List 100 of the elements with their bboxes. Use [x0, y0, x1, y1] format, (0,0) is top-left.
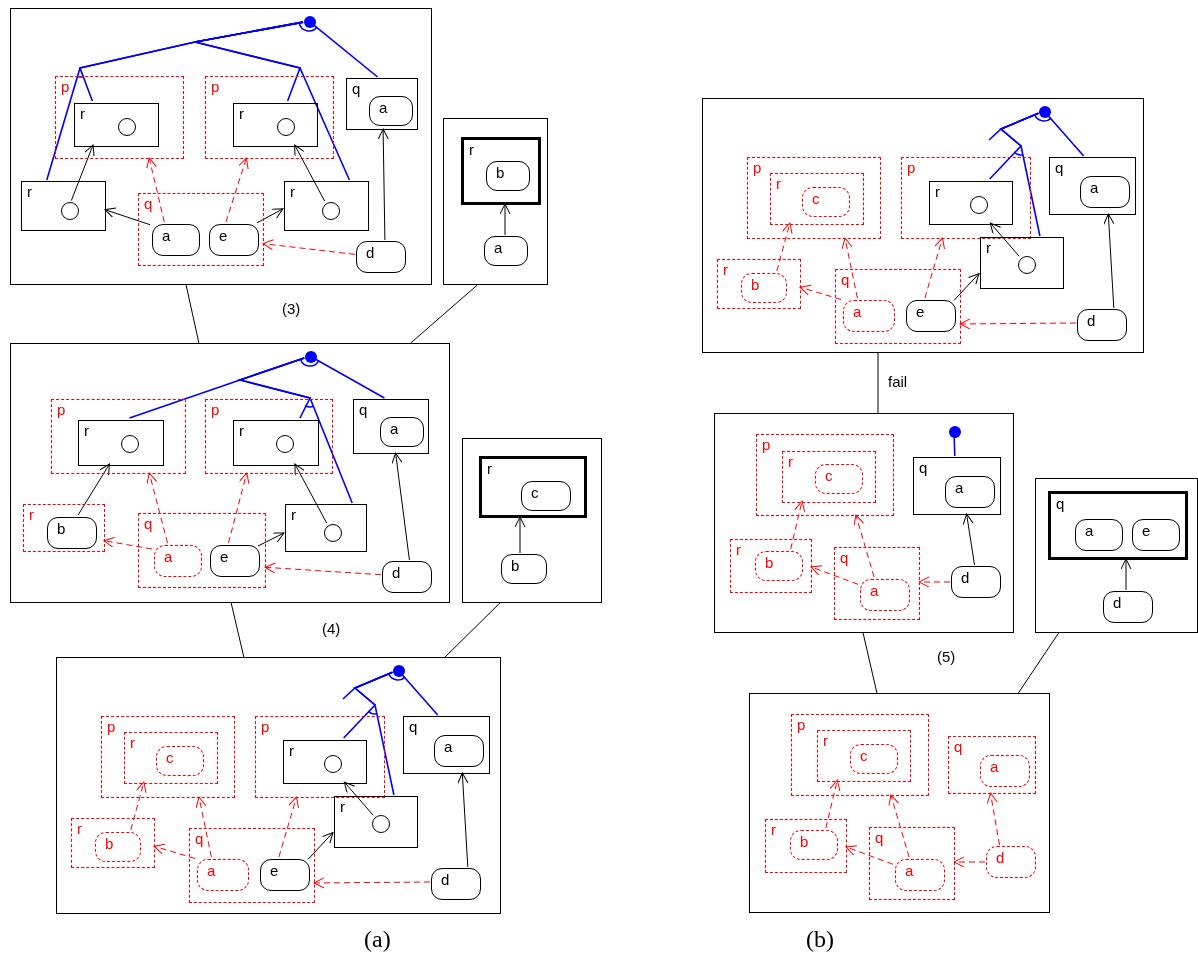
- arrow: [799, 284, 842, 300]
- node-box: [1049, 157, 1136, 215]
- region-label: r: [77, 820, 82, 837]
- place-box: [461, 137, 541, 205]
- region-label: r: [986, 239, 991, 256]
- arrow: [989, 222, 1020, 257]
- region-label: r: [289, 742, 294, 759]
- region-box: [770, 173, 864, 225]
- region-label: r: [776, 175, 781, 192]
- node-pill: a: [152, 224, 200, 256]
- step-label: (4): [322, 620, 341, 637]
- arrow: [262, 239, 356, 255]
- link-line: [194, 21, 351, 181]
- arrow: [953, 273, 980, 301]
- arrow: [257, 532, 285, 547]
- region-box: [51, 399, 186, 474]
- node-box: [929, 181, 1013, 225]
- step-label: (3): [282, 300, 301, 317]
- connector-line: [444, 602, 501, 658]
- arrow: [790, 500, 806, 550]
- arrow: [1103, 213, 1115, 309]
- region-box: [717, 259, 801, 309]
- region-label: p: [211, 78, 220, 95]
- node-pill: c: [156, 746, 204, 776]
- node-pill: a: [980, 755, 1030, 787]
- region-box: [901, 157, 1031, 239]
- arrow: [986, 792, 1000, 846]
- place-box: [479, 456, 587, 518]
- node-pill: a: [1075, 519, 1123, 551]
- arrow: [918, 576, 951, 588]
- region-label: p: [57, 401, 66, 418]
- region-label: r: [29, 506, 34, 523]
- node-box: [74, 103, 159, 147]
- node-pill: e: [260, 859, 310, 891]
- region-box: [782, 451, 876, 503]
- arrow: [278, 796, 299, 858]
- arrow: [146, 157, 165, 223]
- link-line: [953, 436, 956, 457]
- arrow: [343, 781, 374, 816]
- connector-line: [862, 632, 878, 694]
- region-label: r: [723, 261, 728, 278]
- node-pill: d: [986, 846, 1036, 878]
- region-label: p: [107, 718, 116, 735]
- node-pill: b: [501, 554, 547, 584]
- link-line: [1047, 114, 1085, 157]
- node-box: [283, 740, 367, 784]
- region-label: r: [80, 105, 85, 122]
- region-label: q: [954, 738, 963, 755]
- region-label: r: [736, 541, 741, 558]
- region-label: q: [359, 401, 368, 418]
- arrow: [776, 222, 793, 272]
- node-box: [233, 420, 319, 466]
- region-label: r: [291, 506, 296, 523]
- region-box: [834, 547, 920, 620]
- region-label: r: [290, 183, 295, 200]
- node-pill: a: [843, 300, 895, 332]
- node-box: [980, 237, 1064, 289]
- link-line: [401, 673, 439, 716]
- region-label: q: [919, 459, 928, 476]
- region-box: [817, 730, 911, 782]
- subfigure-label: (b): [806, 926, 834, 953]
- node-box: [284, 181, 369, 231]
- state-panel: [462, 438, 602, 603]
- region-box: [869, 827, 955, 900]
- node-box: [233, 103, 318, 147]
- arrow: [1120, 558, 1132, 591]
- node-box: [403, 716, 490, 774]
- region-label: r: [487, 460, 492, 477]
- node-pill: a: [945, 476, 995, 508]
- node-pill: a: [369, 96, 413, 126]
- arrow: [953, 856, 986, 868]
- step-label: (5): [937, 648, 956, 665]
- link-dot: [949, 426, 961, 438]
- node-pill: c: [850, 744, 898, 774]
- region-label: r: [239, 422, 244, 439]
- node-pill: a: [197, 859, 249, 891]
- region-label: q: [409, 718, 418, 735]
- state-panel: [56, 657, 501, 914]
- arrow: [103, 537, 153, 550]
- arrow: [845, 845, 894, 865]
- region-label: p: [211, 401, 220, 418]
- region-box: [765, 819, 847, 873]
- arrow: [225, 157, 249, 223]
- node-box: [346, 78, 418, 130]
- region-box: [71, 818, 155, 868]
- link-dot: [305, 351, 317, 363]
- node-pill: a: [434, 735, 484, 767]
- region-label: r: [340, 798, 345, 815]
- node-pill: b: [47, 517, 97, 549]
- region-box: [730, 539, 812, 593]
- node-box: [353, 399, 429, 454]
- node-pill: a: [1080, 176, 1130, 208]
- state-panel: [10, 8, 432, 285]
- region-box: [124, 732, 218, 784]
- node-pill: b: [95, 832, 141, 862]
- node-pill: e: [906, 300, 956, 332]
- region-label: p: [797, 716, 806, 733]
- node-pill: a: [484, 236, 528, 266]
- node-box: [285, 504, 367, 552]
- connector-line: [185, 284, 200, 344]
